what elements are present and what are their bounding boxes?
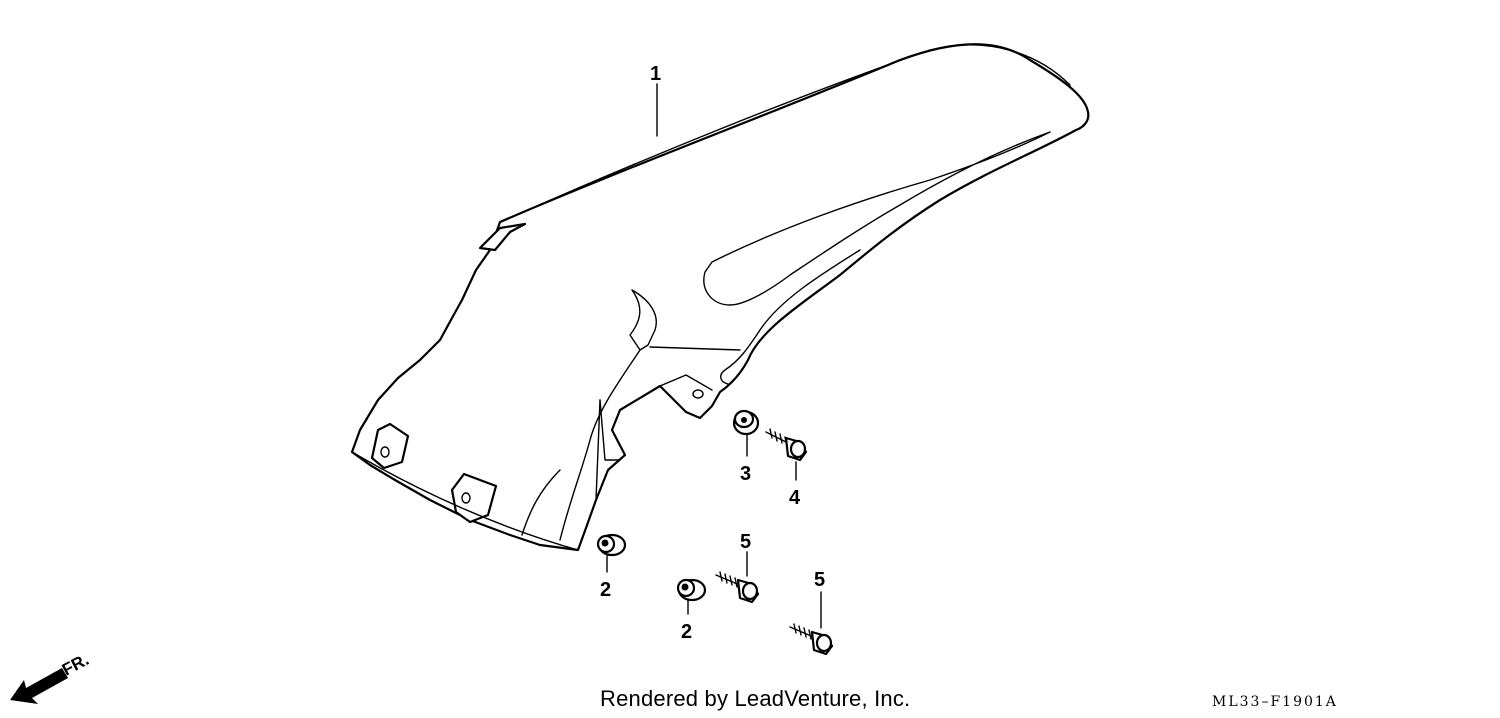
flange-bolt[interactable] — [765, 428, 808, 462]
render-credit: Rendered by LeadVenture, Inc. — [600, 686, 911, 711]
grommet-b[interactable] — [676, 578, 707, 602]
front-direction-arrow-icon: FR. — [10, 650, 92, 704]
diagram-code: ML33–F1901A — [1212, 694, 1338, 710]
callout-screw-b: 5 — [814, 569, 825, 591]
callout-grommet-a: 2 — [600, 579, 611, 601]
callout-bolt: 4 — [789, 487, 801, 509]
rear-fender[interactable] — [350, 43, 1090, 552]
grommet-a[interactable] — [596, 533, 627, 557]
leader-lines — [606, 83, 822, 629]
callout-grommet-b: 2 — [681, 621, 692, 643]
callout-screw-a: 5 — [740, 531, 751, 553]
collar[interactable] — [732, 409, 760, 436]
screw-b[interactable] — [789, 623, 834, 656]
screw-a[interactable] — [715, 571, 760, 604]
callout-collar: 3 — [740, 463, 751, 485]
callout-fender: 1 — [650, 63, 661, 85]
